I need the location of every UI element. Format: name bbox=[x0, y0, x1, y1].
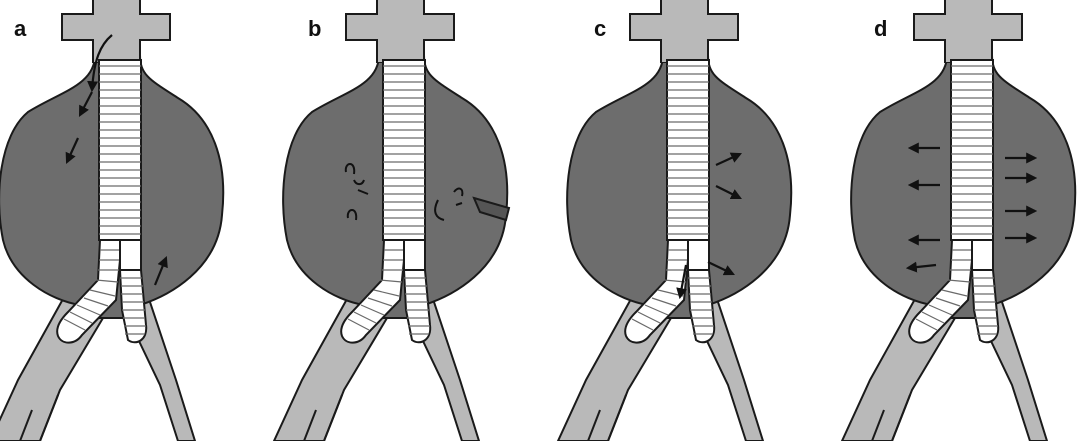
aorta-stent-graft-illustration bbox=[274, 0, 507, 441]
panel-label-a: a bbox=[14, 16, 27, 41]
panel-c: c bbox=[558, 0, 791, 441]
panel-label-d: d bbox=[874, 16, 887, 41]
aorta-stent-graft-illustration bbox=[0, 0, 223, 441]
aorta-stent-graft-illustration bbox=[558, 0, 791, 441]
panel-d: d bbox=[842, 0, 1075, 441]
panel-b: b bbox=[274, 0, 509, 441]
panel-label-c: c bbox=[594, 16, 606, 41]
panel-a: a bbox=[0, 0, 223, 441]
aorta-stent-graft-illustration bbox=[842, 0, 1075, 441]
panel-label-b: b bbox=[308, 16, 321, 41]
